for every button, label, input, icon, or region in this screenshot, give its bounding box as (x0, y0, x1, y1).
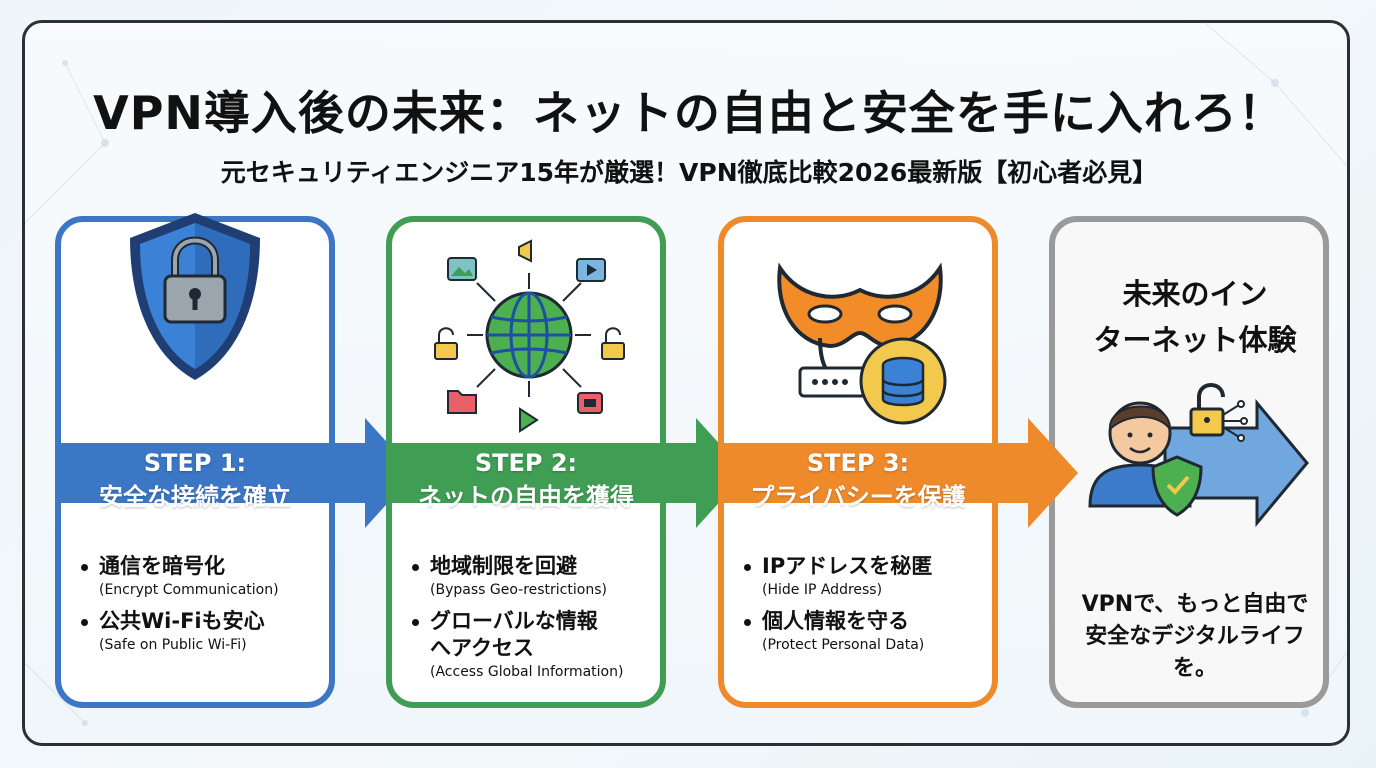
list-item: 個人情報を守る (Protect Personal Data) (740, 608, 1010, 655)
step-2-bullets: 地域制限を回避 (Bypass Geo-restrictions) グローバルな… (408, 553, 678, 690)
future-text: VPNで、もっと自由で 安全なデジタルライフ を。 (1081, 592, 1309, 681)
page-subtitle: 元セキュリティエンジニア15年が厳選！VPN徹底比較2026最新版【初心者必見】 (220, 158, 1158, 187)
list-item: 通信を暗号化 (Encrypt Communication) (77, 553, 347, 600)
step-3-band: STEP 3: プライバシーを保護 (718, 418, 1078, 538)
list-item: グローバルな情報 へアクセス (Access Global Informatio… (408, 608, 678, 682)
infographic-frame: VPN導入後の未来：ネットの自由と安全を手に入れろ！ 元セキュリティエンジニア1… (22, 20, 1350, 746)
future-title: 未来のイン ターネット体験 (1093, 277, 1297, 357)
list-item: IPアドレスを秘匿 (Hide IP Address) (740, 553, 1010, 600)
step-1-name: 安全な接続を確立 (99, 483, 291, 511)
list-item: 地域制限を回避 (Bypass Geo-restrictions) (408, 553, 678, 600)
step-1-bullets: 通信を暗号化 (Encrypt Communication) 公共Wi-Fiも安… (77, 553, 347, 663)
step-3-name: プライバシーを保護 (750, 483, 966, 511)
step-1-band: STEP 1: 安全な接続を確立 (55, 418, 415, 538)
step-2-label: STEP 2: (474, 449, 578, 477)
list-item: 公共Wi-Fiも安心 (Safe on Public Wi-Fi) (77, 608, 347, 655)
page-title: VPN導入後の未来：ネットの自由と安全を手に入れろ！ (93, 86, 1285, 140)
step-2-band: STEP 2: ネットの自由を獲得 (386, 418, 746, 538)
step-3-label: STEP 3: (806, 449, 910, 477)
step-3-bullets: IPアドレスを秘匿 (Hide IP Address) 個人情報を守る (Pro… (740, 553, 1010, 663)
step-2-name: ネットの自由を獲得 (418, 483, 634, 511)
step-1-label: STEP 1: (143, 449, 247, 477)
